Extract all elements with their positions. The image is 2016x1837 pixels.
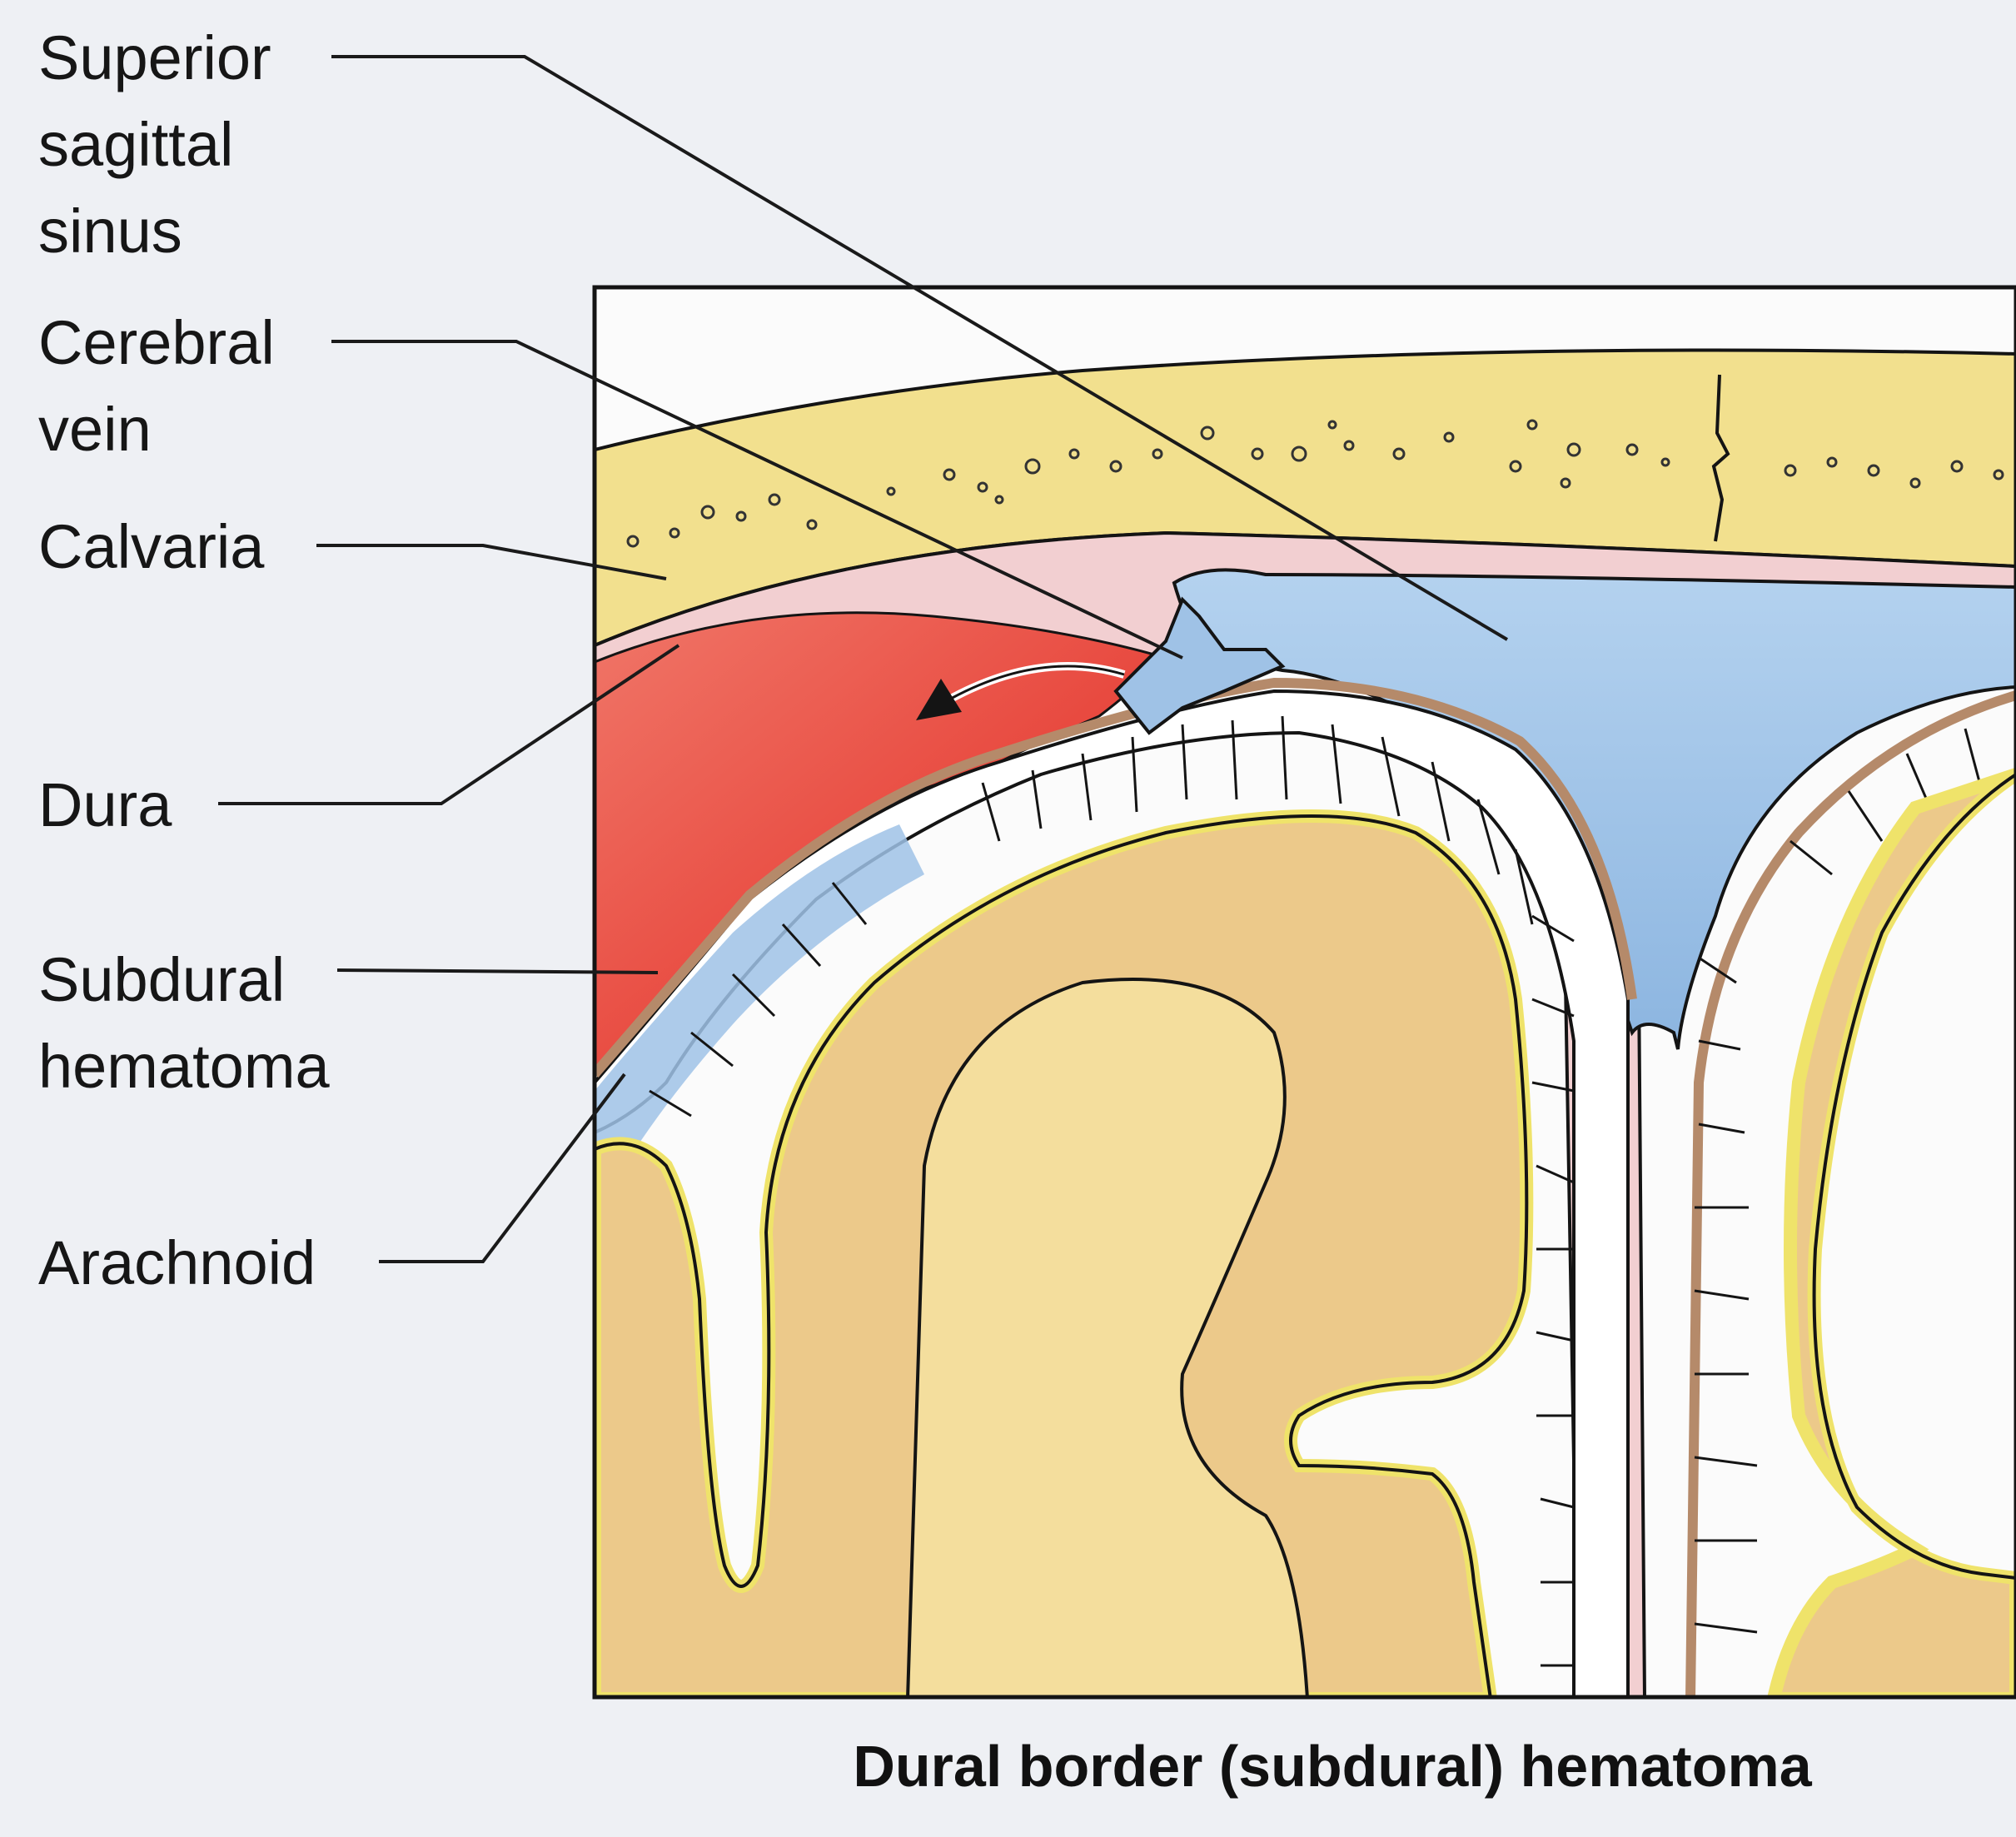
- label-subdural-hematoma: Subdural hematoma: [38, 937, 330, 1110]
- label-calvaria: Calvaria: [38, 504, 264, 590]
- label-superior-sagittal-sinus: Superior sagittal sinus: [38, 15, 271, 275]
- diagram-caption: Dural border (subdural) hematoma: [583, 1720, 2016, 1812]
- label-arachnoid: Arachnoid: [38, 1220, 316, 1307]
- label-cerebral-vein: Cerebral vein: [38, 300, 275, 473]
- leader-arachnoid: [379, 1074, 625, 1262]
- label-dura: Dura: [38, 762, 172, 849]
